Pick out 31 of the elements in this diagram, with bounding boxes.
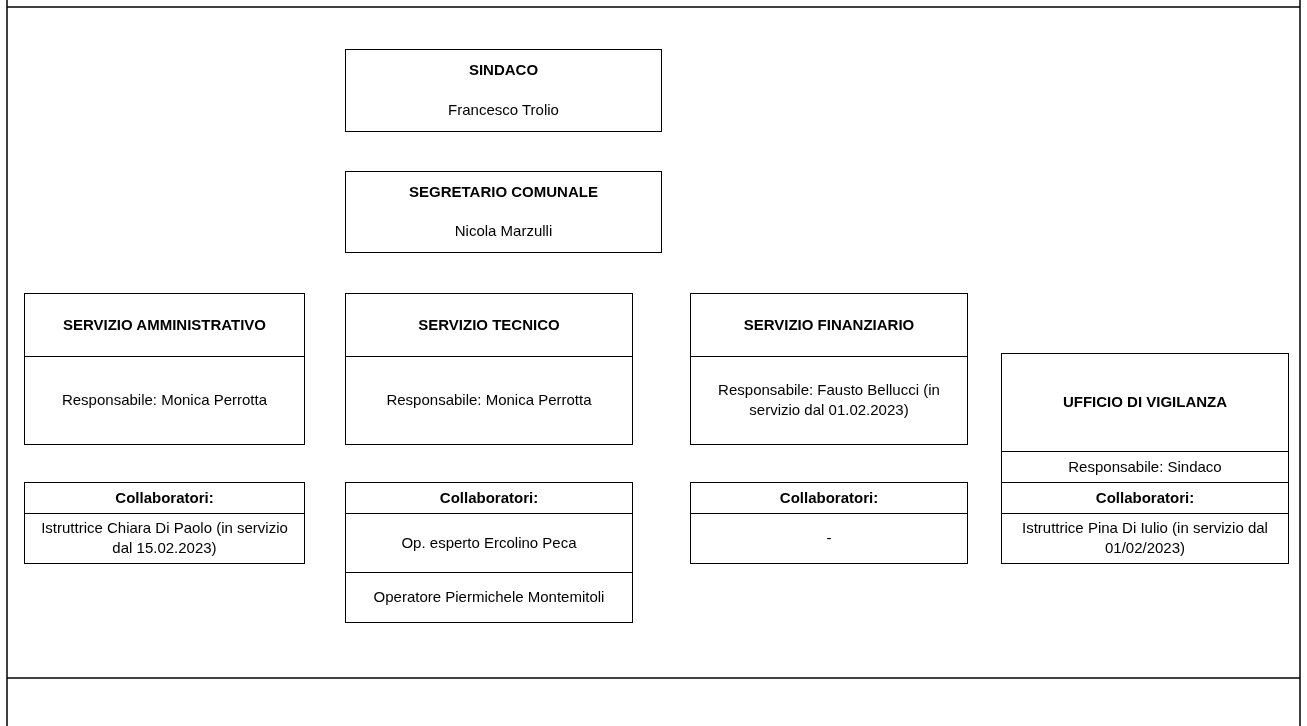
box-heading: SEGRETARIO COMUNALE: [409, 181, 598, 202]
box-heading: SINDACO: [468, 59, 539, 80]
box-heading: Collaboratori:: [779, 487, 879, 508]
org-box: [1001, 353, 1289, 485]
box-text: Nicola Marzulli: [454, 221, 553, 242]
box-text: Responsabile: Fausto Bellucci (in servizio dal 01.02.2023): [717, 379, 941, 420]
org-box: [345, 49, 662, 132]
org-box: [690, 482, 968, 564]
box-heading: SERVIZIO FINANZIARIO: [743, 314, 915, 335]
box-text: Istruttrice Pina Di Iulio (in servizio dal 01/02/2023): [1021, 517, 1269, 558]
box-heading: SERVIZIO AMMINISTRATIVO: [62, 314, 267, 335]
box-text: Op. esperto Ercolino Peca: [401, 532, 577, 553]
org-box: [345, 482, 633, 623]
box-heading: Collaboratori:: [115, 487, 214, 508]
box-text: Operatore Piermichele Montemitoli: [373, 586, 605, 607]
org-box: [1001, 482, 1289, 564]
box-text: Istruttrice Chiara Di Paolo (in servizio dal 15.02.2023): [40, 517, 289, 558]
box-text: Responsabile: Monica Perrotta: [386, 389, 592, 410]
org-box: [690, 293, 968, 445]
box-heading: UFFICIO DI VIGILANZA: [1062, 392, 1228, 413]
box-text: Francesco Trolio: [448, 99, 559, 120]
box-heading: SERVIZIO TECNICO: [418, 314, 560, 335]
org-box: [345, 171, 662, 253]
box-text: Responsabile: Sindaco: [1068, 457, 1222, 478]
org-box: [345, 293, 633, 445]
box-text: Responsabile: Monica Perrotta: [61, 389, 268, 410]
box-heading: Collaboratori:: [1095, 487, 1195, 508]
org-box: [24, 293, 305, 445]
org-box: [24, 482, 305, 564]
box-text: -: [826, 527, 832, 548]
box-heading: Collaboratori:: [439, 487, 539, 508]
